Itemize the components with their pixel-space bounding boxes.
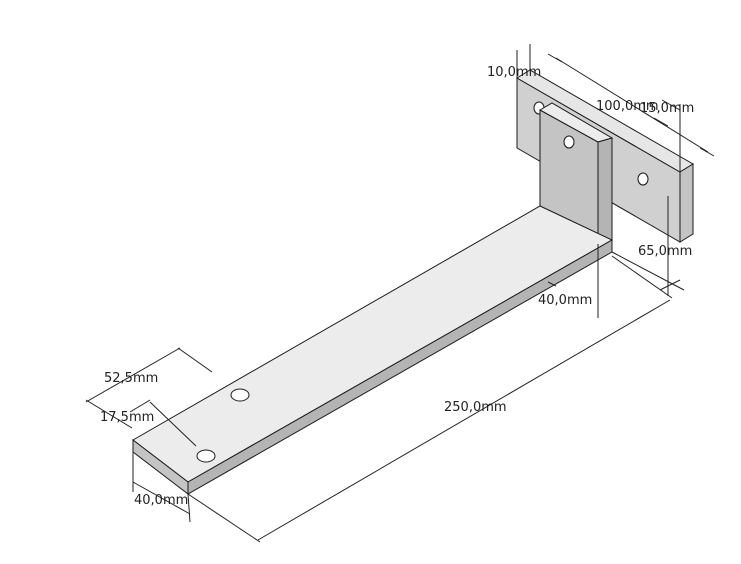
- label-hole-spacing: 52,5mm: [104, 371, 158, 386]
- arm-front-face: [187, 239, 613, 495]
- arm-top-face: [132, 205, 614, 483]
- label-upright-height: 40,0mm: [538, 293, 592, 308]
- back-plate-end-face: [679, 163, 694, 243]
- label-thickness-top: 10,0mm: [487, 65, 541, 80]
- upright-flange: [538, 102, 614, 245]
- upright-side-face: [597, 137, 613, 245]
- arm-hole-near: [196, 449, 216, 463]
- label-arm-width: 40,0mm: [134, 493, 188, 508]
- upright-hole: [563, 135, 575, 149]
- horizontal-arm: [132, 205, 614, 496]
- label-plate-width: 15,0mm: [640, 101, 694, 116]
- dimension-labels: 10,0mm 100,0mm 15,0mm 65,0mm 40,0mm 250,…: [100, 65, 694, 508]
- plate-hole-right: [637, 172, 649, 186]
- label-plate-length: 100,0mm: [596, 99, 659, 114]
- label-hole-offset: 17,5mm: [100, 410, 154, 425]
- arm-hole-far: [230, 388, 250, 402]
- dimension-lines: [85, 44, 715, 543]
- label-arm-length: 250,0mm: [444, 400, 507, 415]
- label-plate-height: 65,0mm: [638, 244, 692, 259]
